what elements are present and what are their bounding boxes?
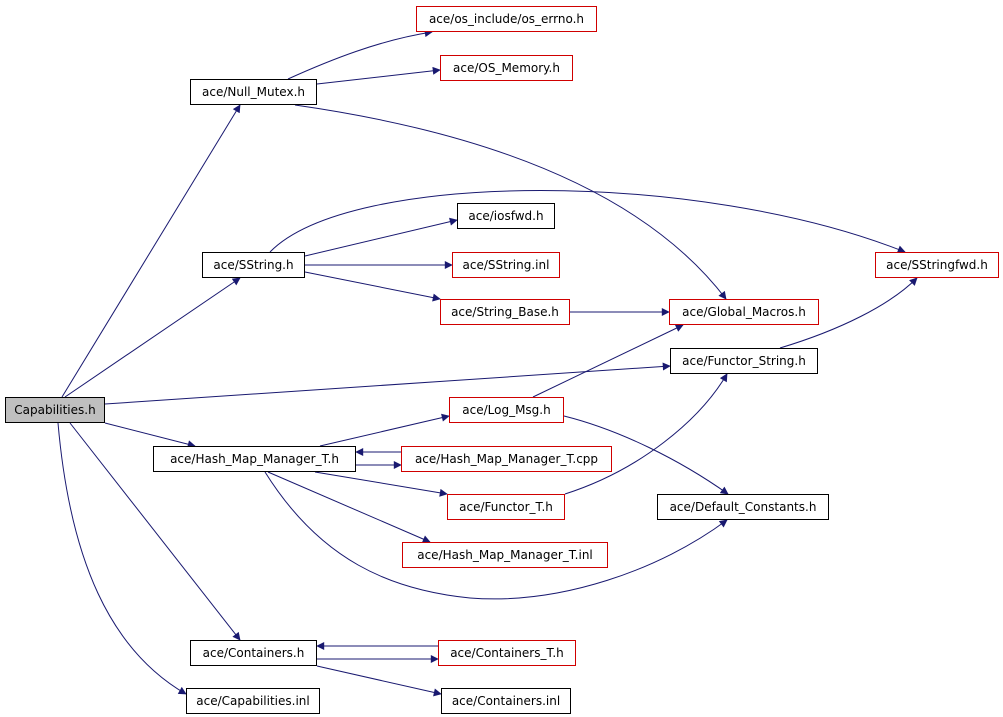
- node-string-base-h[interactable]: ace/String_Base.h: [440, 299, 570, 325]
- node-sstring-h[interactable]: ace/SString.h: [202, 252, 305, 278]
- edge-null-mutex-to-os-memory: [316, 66, 441, 85]
- edge-capabilities-to-null-mutex: [61, 104, 241, 398]
- edge-capabilities-to-capabilities-inl: [57, 422, 187, 695]
- node-functor-string-h[interactable]: ace/Functor_String.h: [670, 348, 818, 374]
- node-containers-t-h[interactable]: ace/Containers_T.h: [438, 640, 576, 666]
- edge-null-mutex-to-os-errno: [287, 29, 433, 80]
- edge-capabilities-to-hash-map-manager: [104, 422, 196, 449]
- edge-hash-map-to-hash-map-inl: [267, 471, 431, 543]
- edge-functor-t-to-functor-string: [564, 373, 728, 495]
- edge-capabilities-to-containers: [69, 422, 241, 641]
- node-default-constants-h[interactable]: ace/Default_Constants.h: [657, 494, 829, 520]
- edge-capabilities-to-sstring: [64, 277, 241, 398]
- edge-hash-map-to-log-msg: [319, 413, 450, 447]
- node-log-msg-h[interactable]: ace/Log_Msg.h: [449, 397, 564, 423]
- edge-hash-map-to-functor-t: [314, 471, 448, 497]
- node-iosfwd-h[interactable]: ace/iosfwd.h: [457, 203, 555, 229]
- edge-hash-map-to-default-constants: [264, 471, 728, 600]
- node-hash-map-manager-t-inl[interactable]: ace/Hash_Map_Manager_T.inl: [402, 542, 608, 568]
- node-global-macros-h[interactable]: ace/Global_Macros.h: [669, 299, 819, 325]
- edge-sstring-to-sstringfwd: [269, 190, 906, 254]
- node-sstringfwd-h[interactable]: ace/SStringfwd.h: [875, 252, 999, 278]
- edge-sstring-to-iosfwd: [304, 217, 458, 257]
- node-hash-map-manager-t-h[interactable]: ace/Hash_Map_Manager_T.h: [153, 446, 356, 472]
- edge-functor-string-to-sstringfwd: [779, 277, 918, 349]
- node-containers-inl[interactable]: ace/Containers.inl: [441, 688, 571, 714]
- node-containers-h[interactable]: ace/Containers.h: [190, 640, 317, 666]
- node-capabilities-inl[interactable]: ace/Capabilities.inl: [186, 688, 320, 714]
- node-null-mutex-h[interactable]: ace/Null_Mutex.h: [190, 79, 317, 105]
- edge-sstring-to-string-base: [304, 271, 441, 302]
- node-sstring-inl[interactable]: ace/SString.inl: [452, 252, 560, 278]
- node-os-memory-h[interactable]: ace/OS_Memory.h: [440, 55, 573, 81]
- edge-capabilities-to-functor-string: [104, 362, 671, 405]
- edge-containers-to-containers-inl: [316, 665, 442, 697]
- edge-null-mutex-to-global-macros: [294, 104, 727, 300]
- edge-log-msg-to-global-macros: [532, 324, 684, 398]
- node-os-errno-h[interactable]: ace/os_include/os_errno.h: [416, 6, 597, 32]
- node-functor-t-h[interactable]: ace/Functor_T.h: [447, 494, 565, 520]
- edge-log-msg-to-default-constants: [563, 415, 729, 495]
- node-hash-map-manager-t-cpp[interactable]: ace/Hash_Map_Manager_T.cpp: [401, 446, 612, 472]
- node-capabilities-h: Capabilities.h: [5, 397, 105, 423]
